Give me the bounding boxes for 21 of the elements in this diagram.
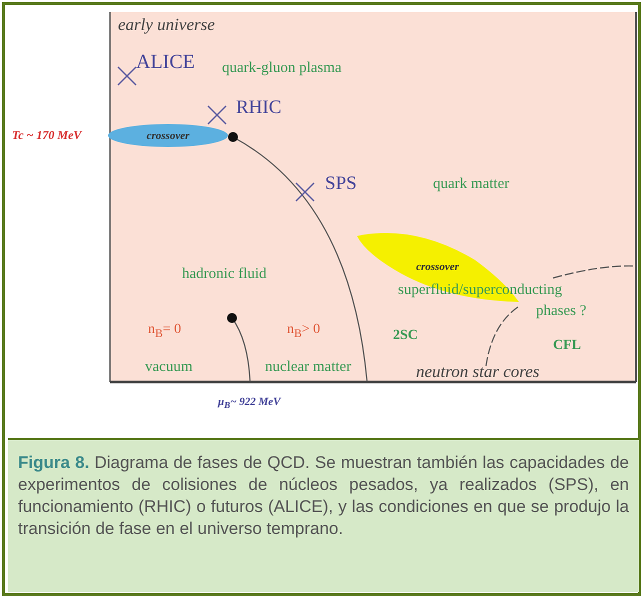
phase-label: hadronic fluid (182, 267, 267, 282)
region-label: neutron star cores (416, 363, 540, 380)
region-label: crossover (415, 260, 460, 272)
density-label: n$_{B}$> 0 (287, 323, 320, 340)
experiment-label: ALICE (136, 52, 195, 72)
phase-label: vacuum (145, 360, 192, 375)
phase-label: CFL (553, 339, 581, 353)
region-label: crossover (146, 130, 190, 142)
phase-label: quark matter (433, 177, 510, 192)
temperature-label: Tc ~ 170 MeV (12, 129, 82, 141)
region-label: early universe (118, 16, 215, 33)
experiment-label: SPS (325, 174, 357, 193)
phase-label: phases ? (536, 304, 586, 319)
chemical-potential-label: μ$_{B}$~ 922 MeV (218, 397, 281, 410)
density-label: n$_{B}$= 0 (148, 323, 182, 340)
figure-caption: Figura 8. Diagrama de fases de QCD. Se muestran también las capacidades de experimentos de colisiones de núcleos pesados, ya realizados (SPS), en funcionamiento (RHIC) o futuros (ALICE), y las condiciones en que se produjo la transición de fase en el universo temprano. (8, 438, 639, 592)
crossover-region (108, 124, 228, 147)
experiment-label: RHIC (236, 98, 282, 117)
phase-label: nuclear matter (265, 360, 352, 375)
phase-label: quark-gluon plasma (222, 61, 342, 76)
phase-label: 2SC (393, 329, 418, 343)
